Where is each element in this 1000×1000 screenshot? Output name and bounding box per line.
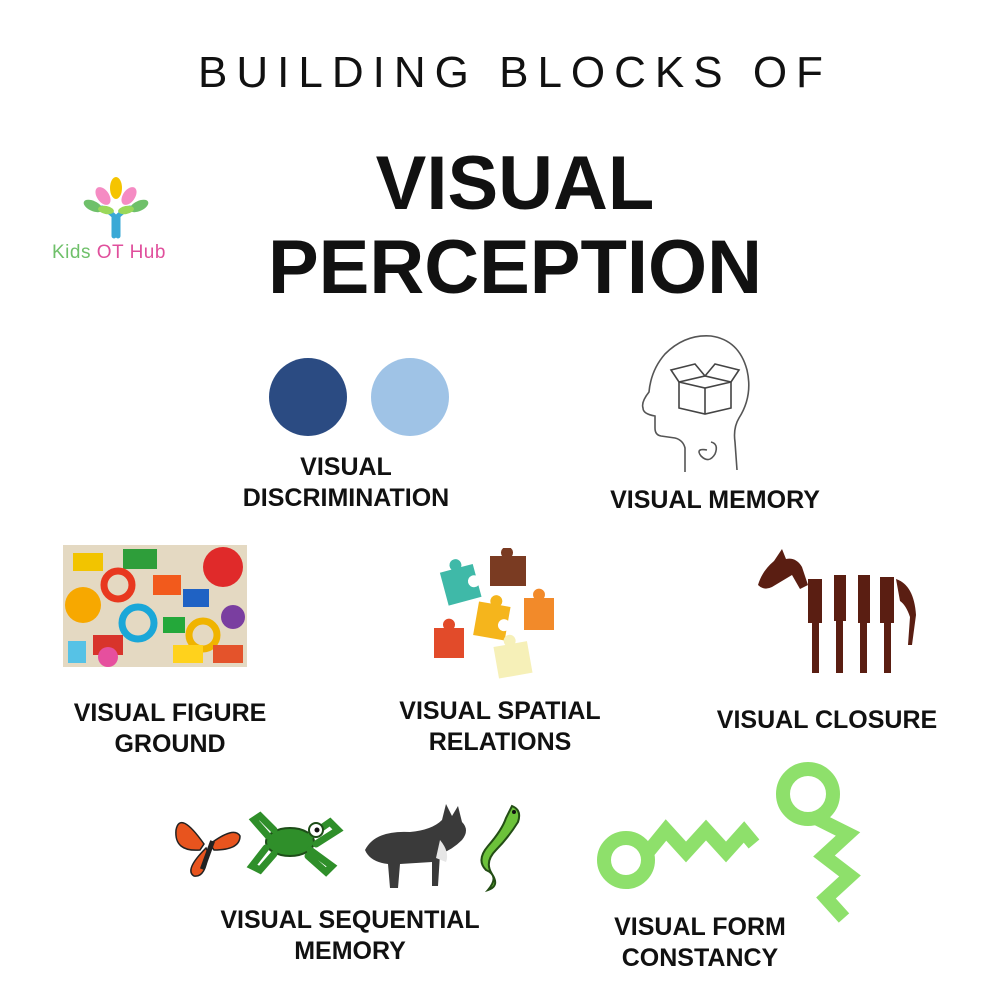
visual-form-constancy-label: VISUAL FORM CONSTANCY [614, 913, 786, 972]
lizard-icon [480, 804, 521, 893]
tree-icon [83, 177, 149, 239]
visual-figure-ground-label: VISUAL FIGURE GROUND [73, 699, 267, 758]
logo-word-ot: OT [96, 242, 124, 263]
butterfly-icon [175, 821, 241, 877]
visual-memory-label: VISUAL MEMORY [610, 486, 820, 514]
header-subtitle: BUILDING BLOCKS OF [198, 48, 832, 97]
page-title-line2: PERCEPTION [267, 225, 763, 310]
head-with-box-icon [641, 335, 750, 472]
visual-sequential-memory-label: VISUAL SEQUENTIAL MEMORY [220, 906, 480, 965]
logo-word-hub: Hub [129, 242, 166, 263]
visual-closure-label: VISUAL CLOSURE [716, 706, 938, 734]
frog-icon [246, 811, 344, 877]
vertical-key-shape [776, 762, 861, 923]
horizontal-key-shape [597, 819, 760, 889]
visual-spatial-relations-label: VISUAL SPATIAL RELATIONS [399, 697, 601, 756]
logo-text: Kids OT Hub [52, 242, 166, 264]
visual-discrimination-label: VISUAL DISCRIMINATION [242, 453, 450, 512]
puzzle-piece-teal [439, 559, 482, 606]
horse-icon [758, 549, 916, 673]
dark-blue-circle [269, 358, 347, 436]
logo-word-kids: Kids [52, 242, 91, 263]
form-constancy-shapes [597, 762, 861, 923]
kids-ot-hub-logo: Kids OT Hub [48, 176, 188, 276]
puzzle-pieces-icon [434, 548, 554, 679]
wolf-icon [365, 804, 466, 888]
page-title-line1: VISUAL [375, 141, 655, 226]
toys-photo [63, 545, 247, 667]
animal-sequence-image [175, 804, 521, 893]
light-blue-circle [371, 358, 449, 436]
